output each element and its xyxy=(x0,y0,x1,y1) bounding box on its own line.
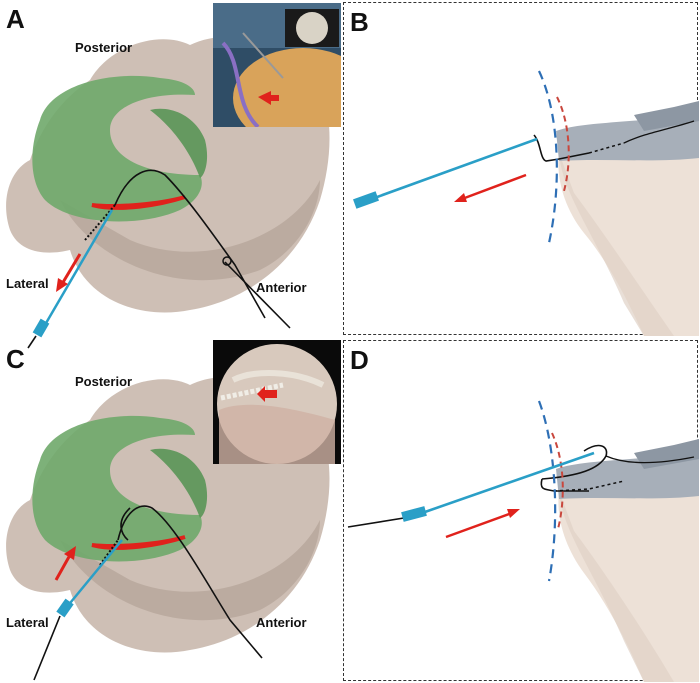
pull-arrow-head xyxy=(56,278,68,292)
panel-d-illustration xyxy=(347,400,699,682)
tibia-shading xyxy=(60,180,320,281)
surgical-photo-inset xyxy=(213,3,341,127)
surgical-photo xyxy=(213,3,341,127)
panel-a: A Posterior Lateral Anterior xyxy=(0,0,341,349)
pull-arrow-head xyxy=(454,193,467,202)
cannula-tail xyxy=(33,615,61,681)
panel-letter-b: B xyxy=(350,7,369,37)
panel-b-illustration xyxy=(353,70,699,336)
suture xyxy=(114,169,266,319)
push-arrow-head xyxy=(64,546,76,560)
capsule-arc-blue xyxy=(537,400,557,582)
panel-letter-a: A xyxy=(6,4,25,34)
panel-b: B xyxy=(343,2,699,336)
label-posterior: Posterior xyxy=(75,40,133,55)
tibia-shading xyxy=(60,520,320,621)
suture-dashed xyxy=(588,142,625,154)
push-arrow xyxy=(445,511,513,539)
meniscus xyxy=(32,415,202,562)
bone-shading xyxy=(559,491,674,682)
meniscus-inner-rim xyxy=(150,448,208,518)
label-lateral: Lateral xyxy=(6,276,49,291)
suture-dotted xyxy=(99,539,119,566)
pull-arrow xyxy=(461,173,527,201)
meniscus-top xyxy=(634,439,699,469)
cannula-hub xyxy=(32,318,50,338)
cannula-hub xyxy=(56,598,74,618)
cannula-hub xyxy=(401,506,427,522)
meniscus-top xyxy=(634,101,699,131)
cannula-hub xyxy=(353,191,379,209)
suture-right xyxy=(605,455,695,464)
bone xyxy=(558,126,699,336)
arthroscopy-arrow xyxy=(257,386,277,402)
label-anterior: Anterior xyxy=(256,615,307,630)
cannula-tail xyxy=(27,335,37,349)
cannula-line xyxy=(421,451,595,515)
label-posterior: Posterior xyxy=(75,374,133,389)
panel-letter-c: C xyxy=(6,344,25,374)
suture-knot xyxy=(222,256,232,266)
photo-arrow xyxy=(258,91,279,105)
capsule-arc-blue xyxy=(538,70,558,244)
meniscus-tear xyxy=(91,535,186,550)
panel-d: D xyxy=(343,340,699,682)
suture-tail xyxy=(224,261,291,329)
panel-c: C Posterior Lateral Anterior xyxy=(0,340,341,683)
arthroscopy-inset xyxy=(213,340,341,464)
arthroscopy-image xyxy=(213,340,341,464)
label-lateral: Lateral xyxy=(6,615,49,630)
suture-upper xyxy=(623,120,695,144)
suture-loop xyxy=(120,507,131,541)
cannula-line xyxy=(65,539,123,609)
push-arrow-head xyxy=(507,509,520,518)
cannula-tail xyxy=(347,516,411,528)
push-arrow xyxy=(54,554,72,581)
pull-arrow xyxy=(60,253,82,285)
meniscus xyxy=(32,75,202,222)
suture-upper xyxy=(541,444,608,480)
cannula-line xyxy=(365,137,538,203)
bone xyxy=(558,464,699,682)
meniscus-inner-rim xyxy=(150,108,208,178)
label-anterior: Anterior xyxy=(256,280,307,295)
cannula-line xyxy=(40,209,114,331)
suture xyxy=(117,505,263,659)
panel-letter-d: D xyxy=(350,345,369,375)
